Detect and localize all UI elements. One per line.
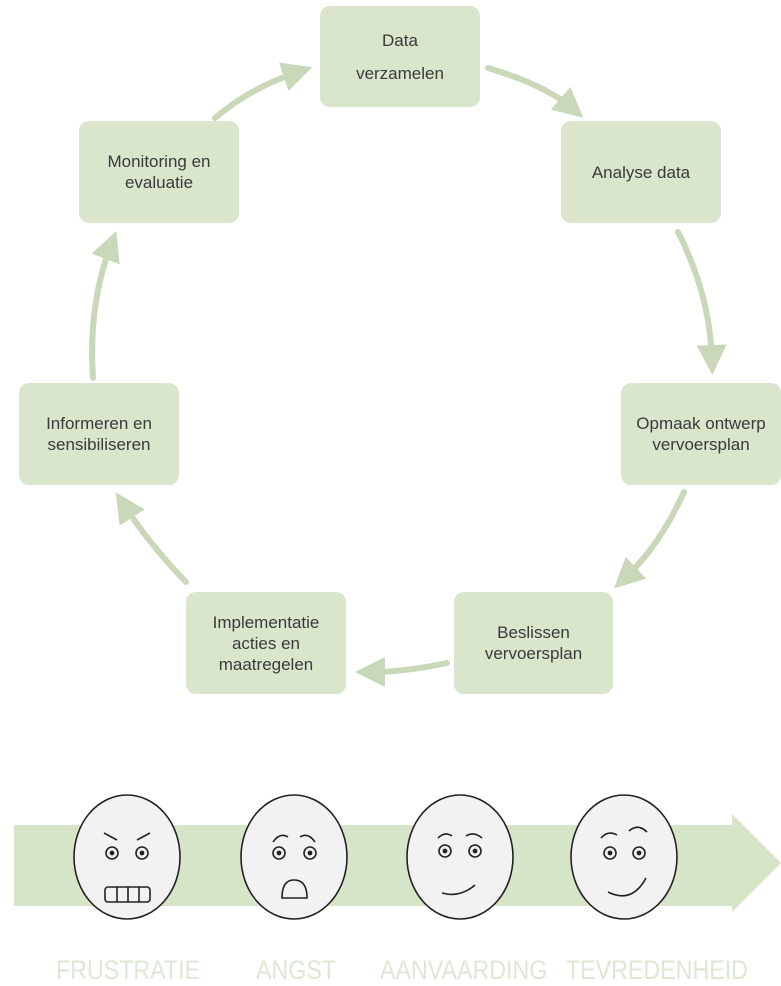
angry-face-icon [73, 794, 181, 920]
step-line: verzamelen [356, 63, 444, 83]
step-line: sensibiliseren [47, 435, 151, 454]
arrow-opmaak-to-beslissen [614, 489, 687, 589]
arrow-informeren-to-monitoring [89, 230, 120, 381]
step-line: Informeren en [46, 414, 152, 433]
step-monitoring: Monitoring en evaluatie [79, 121, 239, 223]
arrow-analyse-to-opmaak [675, 229, 727, 375]
step-implementatie: Implementatie acties en maatregelen [186, 592, 346, 694]
step-line: acties en [231, 633, 301, 653]
step-line: Beslissen [497, 623, 570, 642]
neutral-smile-face-icon [406, 794, 514, 920]
step-beslissen-vervoersplan: Beslissen vervoersplan [454, 592, 613, 694]
emotion-label-tevredenheid: TEVREDENHEID [566, 955, 748, 985]
arrow-data-to-analyse [485, 65, 584, 118]
step-informeren: Informeren en sensibiliseren [19, 383, 179, 485]
emotion-label-aanvaarding: AANVAARDING [380, 955, 548, 985]
emotion-label-angst: ANGST [256, 955, 336, 985]
step-line: Implementatie [212, 612, 320, 632]
happy-face-icon [570, 794, 678, 920]
step-line: Analyse data [591, 162, 691, 182]
step-line: vervoersplan [652, 435, 750, 454]
arrow-monitoring-to-data [212, 62, 313, 121]
arrow-beslissen-to-implementatie [355, 656, 450, 687]
step-line: maatregelen [218, 654, 314, 674]
arrow-implementatie-to-informeren [115, 492, 189, 585]
step-line: vervoersplan [484, 644, 583, 663]
step-line: evaluatie [124, 173, 194, 192]
scared-face-icon [240, 794, 348, 920]
step-analyse-data: Analyse data [561, 121, 721, 223]
step-opmaak-ontwerp: Opmaak ontwerp vervoersplan [621, 383, 781, 485]
step-line: Monitoring en [107, 152, 211, 171]
emotion-label-frustratie: FRUSTRATIE [56, 955, 201, 985]
step-line: Data [382, 30, 418, 50]
step-data-verzamelen: Data verzamelen [320, 6, 480, 107]
step-line: Opmaak ontwerp [636, 414, 766, 433]
